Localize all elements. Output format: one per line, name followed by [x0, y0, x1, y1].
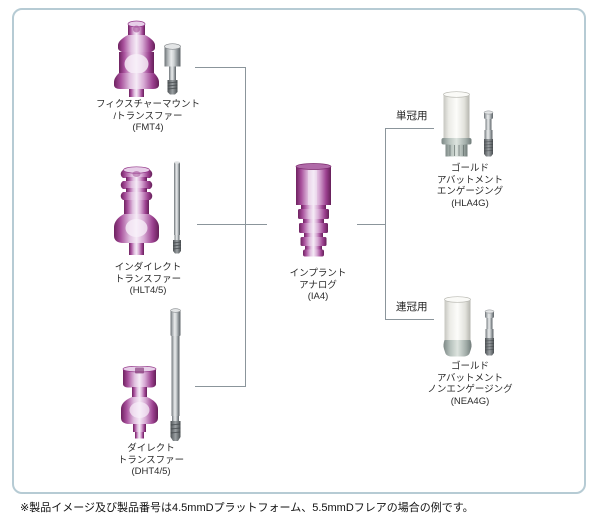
label-hlt45-line1: インダイレクト	[114, 262, 182, 273]
label-nea4g-line2: アバットメント	[436, 372, 504, 384]
label-dht45: ダイレクト トランスファー (DHT4/5)	[81, 443, 221, 478]
label-fmt4-line1: フィクスチャーマウント	[96, 99, 200, 110]
connector-hlt45-to-analog	[197, 224, 267, 225]
connector-right-bracket	[385, 128, 386, 320]
label-dht45-code: (DHT4/5)	[131, 466, 171, 477]
label-ia4-code: (IA4)	[307, 291, 329, 302]
label-nea4g-line3: ノンエンゲージング	[427, 384, 513, 395]
branch-label-single-crown: 単冠用	[396, 110, 428, 122]
connector-analog-to-right	[357, 224, 386, 225]
connector-left-bracket	[245, 67, 246, 387]
label-hlt45-line2: トランスファー	[114, 273, 182, 285]
label-nea4g-code: (NEA4G)	[450, 395, 490, 407]
indirect-transfer-illustration	[114, 166, 159, 255]
gold-abutment-non-engaging-illustration	[443, 296, 472, 357]
gold-abutment-engaging-screw-illustration	[483, 110, 494, 157]
connector-splinted-crown-branch	[385, 319, 434, 320]
label-ia4-line2: アナログ	[299, 279, 337, 291]
diagram-frame	[12, 8, 586, 494]
connector-fmt4-branch	[195, 67, 245, 68]
label-fmt4: フィクスチャーマウント /トランスファー (FMT4)	[77, 99, 219, 134]
connector-dht45-branch	[195, 386, 245, 387]
label-ia4-line1: インプラント	[289, 268, 347, 279]
label-hlt45: インダイレクト トランスファー (HLT4/5)	[77, 262, 219, 297]
label-nea4g: ゴールド アバットメント ノンエンゲージング (NEA4G)	[400, 361, 540, 407]
label-hlt45-code: (HLT4/5)	[129, 285, 167, 296]
label-ia4: インプラント アナログ (IA4)	[248, 268, 388, 303]
gold-abutment-non-engaging-screw-illustration	[484, 309, 495, 356]
implant-analog-illustration	[295, 163, 332, 257]
label-nea4g-line1: ゴールド	[450, 361, 489, 372]
label-hla4g: ゴールド アバットメント エンゲージング (HLA4G)	[400, 163, 540, 209]
direct-transfer-illustration	[121, 366, 158, 439]
label-dht45-line1: ダイレクト	[127, 443, 175, 454]
label-hla4g-line2: アバットメント	[436, 174, 504, 186]
label-hla4g-line1: ゴールド	[450, 163, 489, 174]
product-example-footnote: ※製品イメージ及び製品番号は4.5mmDプラットフォーム、5.5mmDフレアの場…	[20, 502, 474, 514]
connector-single-crown-branch	[385, 128, 434, 129]
indirect-transfer-pin-illustration	[172, 161, 182, 254]
label-hla4g-code: (HLA4G)	[451, 197, 489, 209]
gold-abutment-engaging-illustration	[441, 91, 472, 157]
label-fmt4-line2: /トランスファー	[113, 110, 183, 122]
branch-label-splinted-crown: 連冠用	[396, 301, 428, 313]
label-dht45-line2: トランスファー	[117, 454, 185, 466]
label-hla4g-line3: エンゲージング	[436, 186, 504, 197]
fixture-mount-transfer-illustration	[114, 20, 159, 97]
label-fmt4-code: (FMT4)	[132, 122, 164, 133]
fixture-mount-screw-illustration	[164, 43, 181, 95]
direct-transfer-pin-illustration	[170, 308, 181, 441]
